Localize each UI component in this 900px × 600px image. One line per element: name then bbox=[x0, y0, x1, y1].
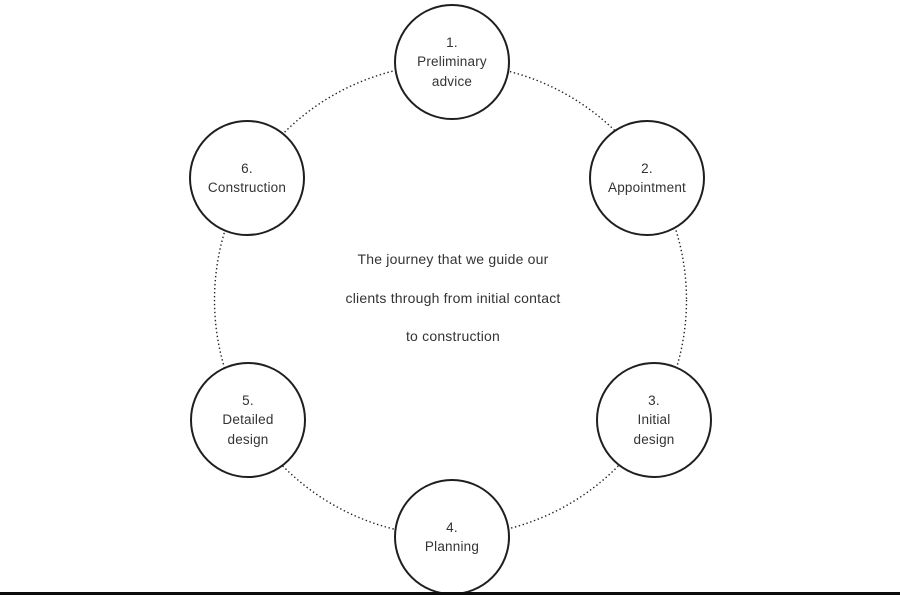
step-label: Preliminary advice bbox=[417, 54, 487, 89]
step-number: 5. bbox=[242, 392, 254, 408]
step-circle-preliminary-advice: 1. Preliminary advice bbox=[394, 4, 510, 120]
step-circle-appointment: 2. Appointment bbox=[589, 120, 705, 236]
step-label: Initial design bbox=[633, 412, 675, 447]
step-circle-construction: 6. Construction bbox=[189, 120, 305, 236]
step-label: Planning bbox=[424, 539, 480, 554]
step-circle-planning: 4. Planning bbox=[394, 479, 510, 595]
bottom-border-line bbox=[0, 592, 900, 595]
step-number: 2. bbox=[641, 160, 653, 176]
caption-line-3: to construction bbox=[405, 328, 501, 344]
dotted-ring-circle bbox=[213, 63, 688, 537]
step-label: Appointment bbox=[608, 180, 686, 195]
caption-line-1: The journey that we guide our bbox=[357, 251, 549, 267]
step-number: 3. bbox=[648, 392, 660, 408]
step-circle-initial-design: 3. Initial design bbox=[596, 362, 712, 478]
step-number: 4. bbox=[446, 519, 458, 535]
step-label: Detailed design bbox=[222, 412, 274, 447]
step-number: 1. bbox=[446, 34, 458, 50]
step-circle-detailed-design: 5. Detailed design bbox=[190, 362, 306, 478]
step-label: Construction bbox=[207, 180, 287, 195]
center-caption: The journey that we guide our clients th… bbox=[253, 240, 653, 356]
caption-line-2: clients through from initial contact bbox=[345, 289, 561, 306]
step-number: 6. bbox=[241, 160, 253, 176]
